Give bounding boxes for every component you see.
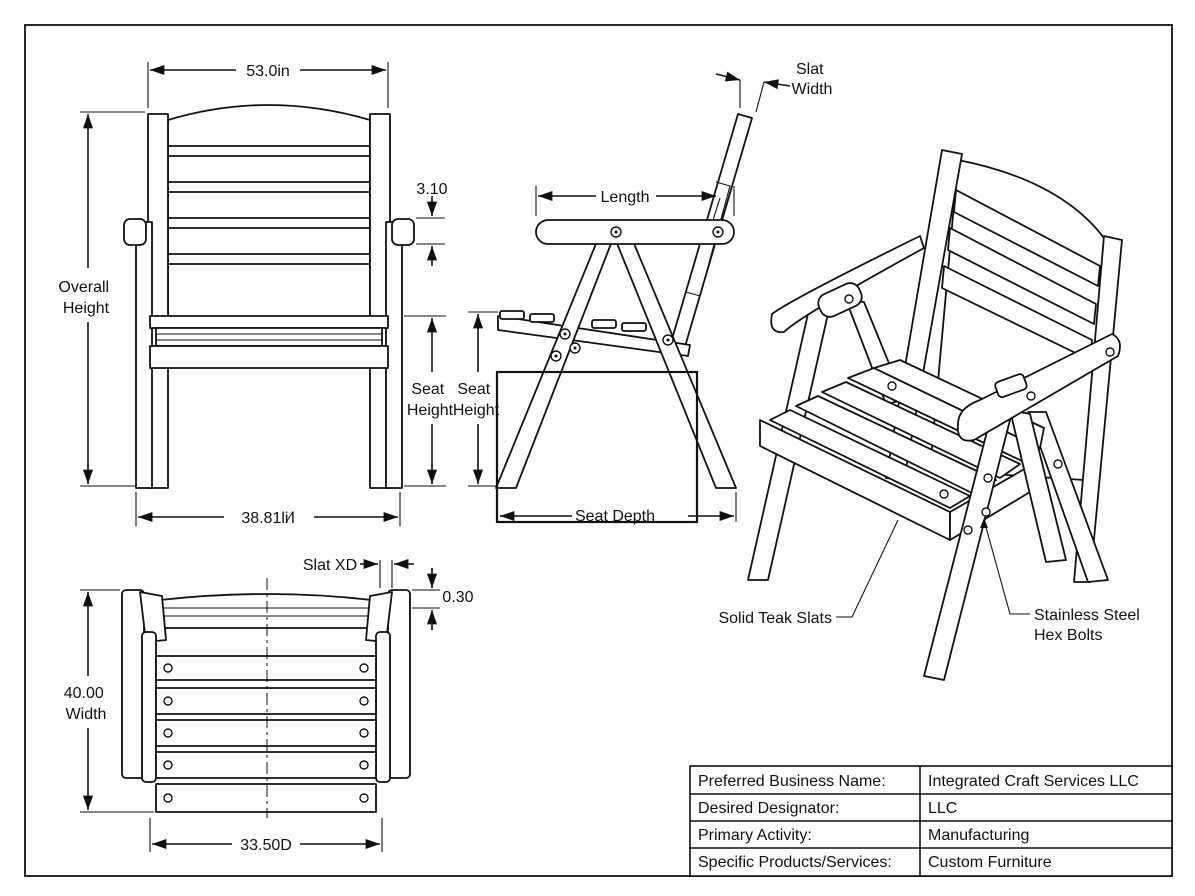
- tb-value-products-services: Custom Furniture: [928, 854, 1052, 871]
- seat-depth-box: [495, 370, 699, 524]
- dim-top-bottom-width: 33.50D: [240, 837, 292, 854]
- top-seat-slat: [155, 655, 377, 681]
- dim-overall-height: Overall Height: [58, 279, 113, 317]
- dim-top-width: 53.0in: [246, 63, 290, 80]
- top-seat-slat: [155, 783, 377, 813]
- dim-length: Length: [601, 189, 650, 206]
- tb-value-business-name: Integrated Craft Services LLC: [928, 773, 1139, 790]
- side-armrest: [535, 219, 735, 245]
- callout-stainless-steel-hex-bolts: Stainless Steel Hex Bolts: [1034, 607, 1144, 644]
- back-slat: [167, 181, 371, 193]
- dim-slat-xd: Slat XD: [303, 557, 357, 574]
- iso-seat-slat: [795, 395, 997, 495]
- tb-label-products-services: Specific Products/Services:: [698, 854, 892, 871]
- dim-slat-thickness: 0.30: [442, 589, 473, 606]
- dim-seat-depth: Seat Depth: [575, 508, 655, 525]
- front-view: 53.0in Overall Height 3.10 Seat Height 3…: [58, 62, 454, 527]
- callout-solid-teak-slats: Solid Teak Slats: [718, 610, 832, 627]
- seat-front: [149, 315, 389, 329]
- iso-view: Solid Teak Slats Stainless Steel Hex Bol…: [718, 149, 1144, 681]
- tb-value-primary-activity: Manufacturing: [928, 827, 1029, 844]
- back-slat: [167, 253, 371, 265]
- side-seat-rail: [497, 315, 691, 357]
- iso-armrest-right: [956, 333, 1121, 442]
- top-view: Slat XD 0.30 40.00 Width 33.50D: [64, 557, 474, 854]
- dim-slat-width: Slat Width: [792, 61, 833, 98]
- sheet-border: [24, 24, 1173, 877]
- seat-apron: [155, 327, 383, 347]
- side-leg-back: [613, 233, 737, 489]
- tb-label-designator: Desired Designator:: [698, 800, 839, 817]
- dim-slat-gap: 3.10: [416, 181, 447, 198]
- arm-cap-right: [391, 218, 415, 246]
- title-block: Preferred Business Name: Integrated Craf…: [689, 765, 1173, 877]
- top-seat-slat: [155, 687, 377, 715]
- dim-bottom-width: 38.81li⁄l: [241, 510, 294, 527]
- tb-value-designator: LLC: [928, 800, 957, 817]
- arm-cap-left: [123, 218, 147, 246]
- lower-rail: [149, 345, 389, 369]
- dim-top-width-40: 40.00 Width: [64, 685, 109, 723]
- back-slat: [167, 145, 371, 157]
- top-outer-left: [121, 589, 145, 779]
- top-outer-right: [387, 589, 411, 779]
- top-backrest: [159, 593, 373, 629]
- top-seat-slat: [155, 719, 377, 747]
- dim-seat-height-side: Seat Height: [453, 381, 500, 419]
- tb-label-primary-activity: Primary Activity:: [698, 827, 812, 844]
- tb-label-business-name: Preferred Business Name:: [698, 773, 886, 790]
- top-seat-slat: [155, 751, 377, 779]
- back-slat: [167, 217, 371, 229]
- side-view: Slat Width Length Seat Height Seat Depth: [453, 61, 833, 525]
- iso-seat-slat: [821, 381, 1021, 479]
- dim-seat-height-front: Seat Height: [407, 381, 454, 419]
